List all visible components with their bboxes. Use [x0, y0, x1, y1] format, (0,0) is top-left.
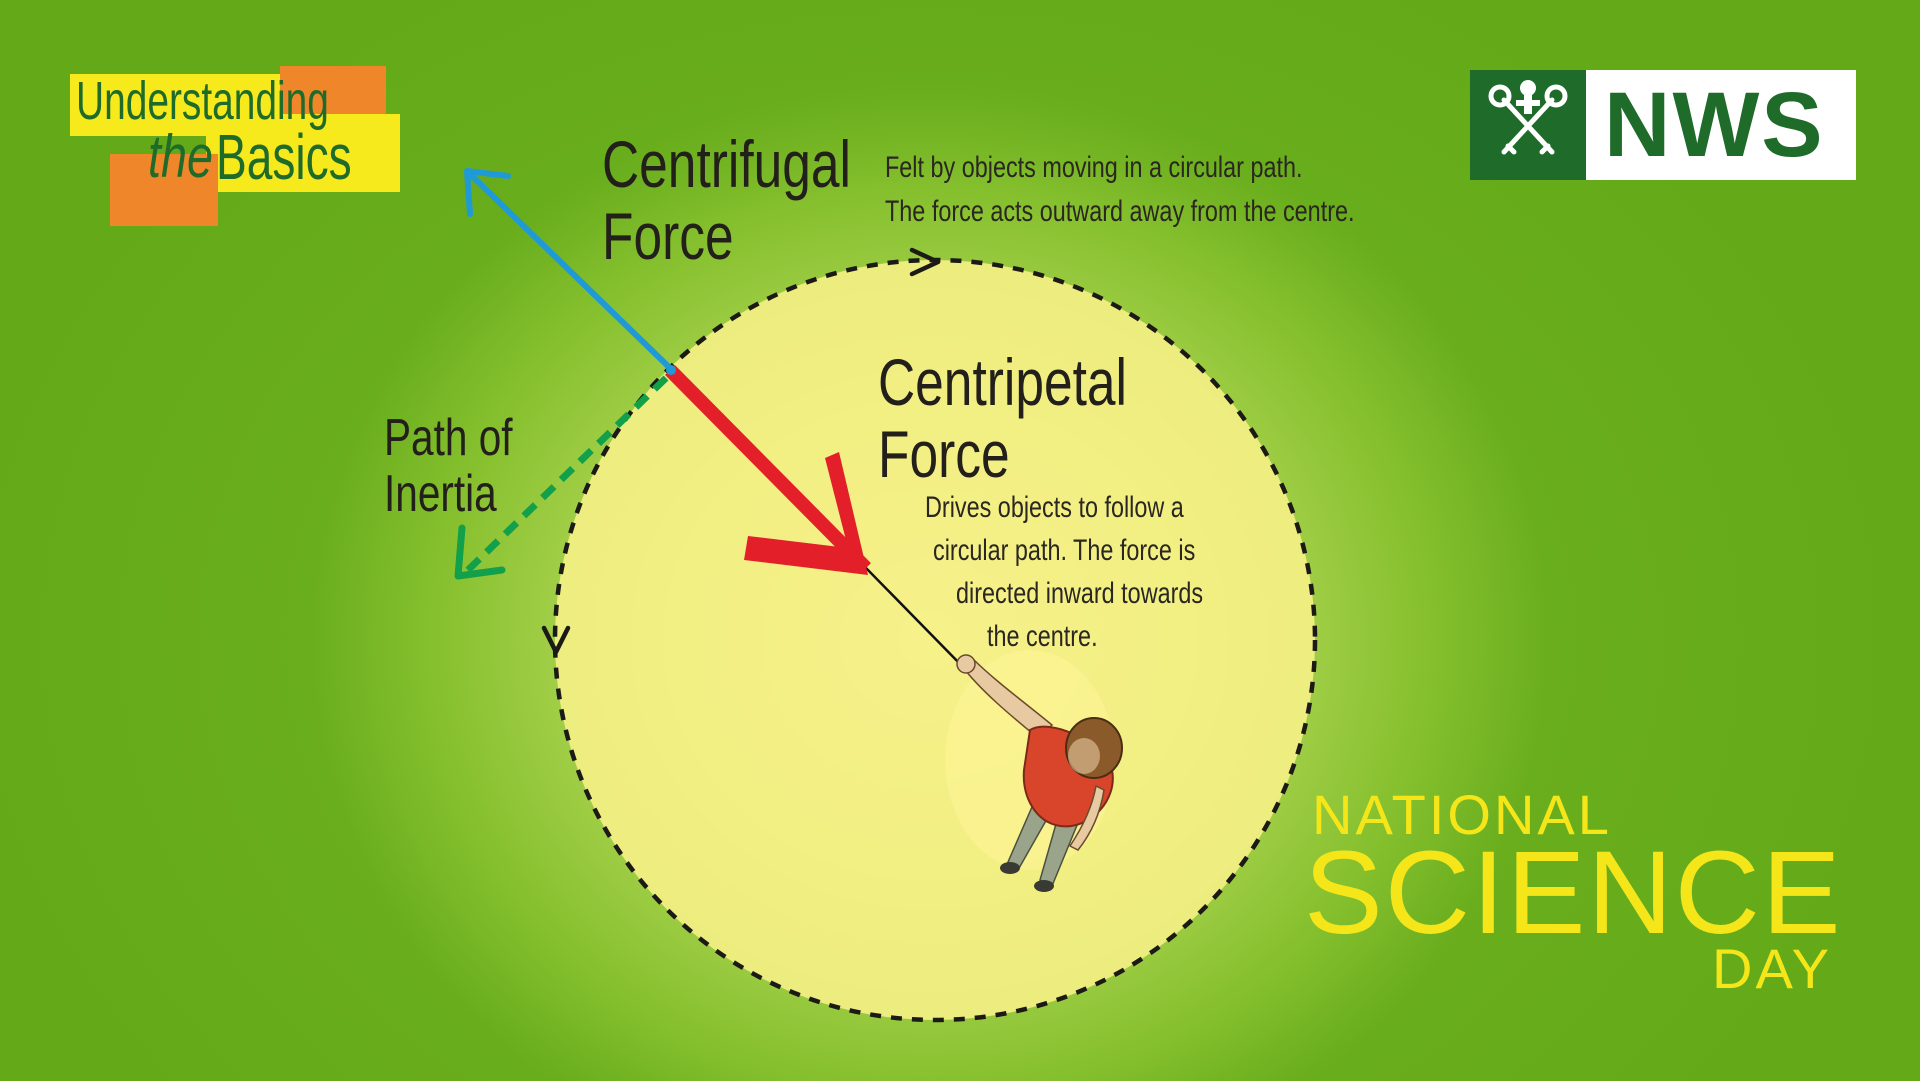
logo-line2-basics: Basics [216, 121, 352, 193]
centripetal-desc-line1: Drives objects to follow a [925, 491, 1184, 524]
centrifugal-arrowhead-icon [464, 168, 511, 217]
centripetal-desc-line4: the centre. [987, 620, 1098, 653]
inertia-label-line2: Inertia [384, 465, 497, 523]
crossed-keys-icon [1488, 80, 1568, 155]
nws-logo: NWS [1470, 70, 1856, 180]
swung-object-icon [666, 365, 676, 375]
logo-line2-the: the [148, 123, 214, 190]
logo-line1: Understanding [76, 71, 329, 131]
centrifugal-description: Felt by objects moving in a circular pat… [885, 146, 1487, 234]
inertia-arrow-shaft [463, 375, 669, 575]
centripetal-desc-line3: directed inward towards [956, 577, 1204, 610]
logo-yellow-block-bottom [206, 114, 400, 192]
centrifugal-title-line1: Centrifugal [602, 127, 851, 201]
path-direction-top-icon [909, 247, 941, 277]
event-line-national: NATIONAL [1312, 783, 1612, 846]
inertia-label-line1: Path of [384, 409, 513, 467]
centripetal-arrow-shaft [665, 365, 871, 573]
centripetal-title-line2: Force [878, 417, 1010, 491]
inertia-label: Path of Inertia [384, 410, 549, 522]
event-line-science: SCIENCE [1304, 827, 1843, 959]
centrifugal-title: Centrifugal Force [602, 128, 921, 272]
centripetal-title-line1: Centripetal [878, 345, 1127, 419]
nws-emblem [1470, 70, 1586, 180]
centrifugal-desc-line1: Felt by objects moving in a circular pat… [885, 151, 1303, 184]
event-line-day: DAY [1712, 937, 1832, 1000]
centrifugal-arrow-shaft [467, 171, 675, 373]
logo-orange-block-bottom [110, 154, 218, 226]
person-figure-icon [945, 650, 1123, 892]
centripetal-arrowhead-icon [744, 452, 868, 575]
nws-wordmark: NWS [1604, 74, 1825, 176]
understanding-the-basics-logo: Understanding the Basics [66, 66, 406, 226]
centrifugal-desc-line2: The force acts outward away from the cen… [885, 195, 1355, 228]
centripetal-desc-line2: circular path. The force is [933, 534, 1196, 567]
path-direction-left-icon [541, 625, 571, 655]
inertia-arrowhead-icon [454, 524, 506, 580]
centripetal-title: Centripetal Force [878, 346, 1197, 490]
centrifugal-title-line2: Force [602, 199, 734, 273]
